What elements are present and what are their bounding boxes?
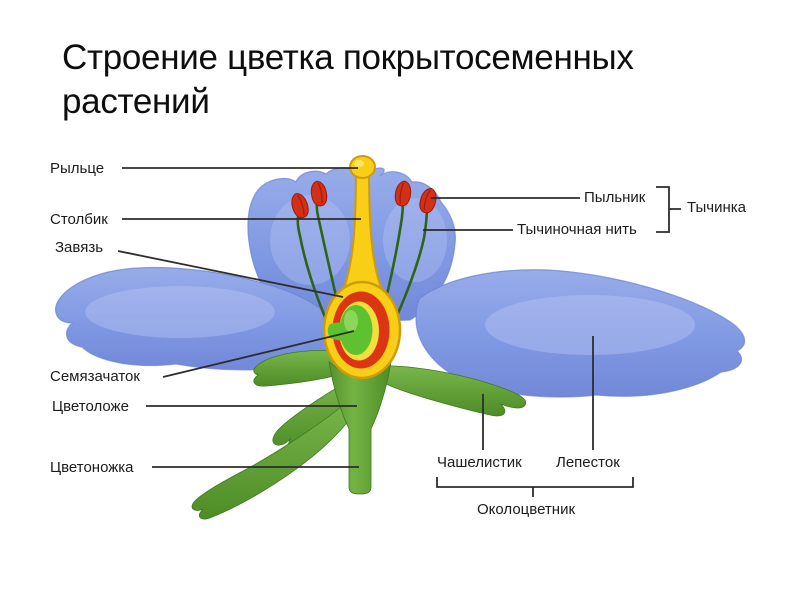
ovule-highlight — [344, 310, 358, 332]
stigma-knob — [349, 155, 376, 179]
petals — [55, 167, 746, 398]
pistil — [322, 155, 402, 380]
petal-highlight — [85, 286, 275, 338]
label-anther: Пыльник — [584, 189, 646, 206]
sepal-left-lower — [191, 397, 358, 520]
label-stamen: Тычинка — [687, 199, 746, 216]
label-pedicel: Цветоножка — [50, 459, 134, 476]
label-filament: Тычиночная нить — [517, 221, 637, 238]
perianth-bracket — [436, 477, 634, 497]
anther-cleft — [423, 189, 431, 211]
label-perianth: Околоцветник — [477, 501, 576, 518]
label-receptacle: Цветоложе — [52, 398, 129, 415]
leader-ovary — [117, 250, 344, 298]
anther-cleft — [297, 194, 305, 216]
label-stigma: Рыльце — [50, 160, 105, 177]
anthers — [291, 180, 437, 219]
petal-right — [415, 269, 746, 398]
label-ovary: Завязь — [55, 239, 104, 256]
label-style: Столбик — [50, 211, 108, 228]
ovule — [339, 305, 373, 355]
stigma-highlight — [354, 159, 364, 168]
label-sepal: Чашелистик — [437, 454, 522, 471]
anther-2 — [310, 180, 328, 207]
sepal-right — [372, 365, 527, 417]
petal-highlight — [485, 295, 695, 355]
leader-ovule — [162, 330, 355, 378]
anther-cleft — [399, 182, 405, 204]
label-ovule: Семязачаток — [50, 368, 140, 385]
leader-lines — [117, 167, 681, 497]
label-petal: Лепесток — [556, 454, 620, 471]
petal-highlight — [383, 198, 447, 282]
petal-highlight — [270, 195, 350, 285]
sepals-and-stem — [191, 350, 527, 520]
page-title: Строение цветка покрытосеменных растений — [62, 38, 634, 121]
flower-illustration — [55, 155, 746, 520]
anther-3 — [394, 180, 412, 207]
stamen-bracket — [656, 186, 681, 233]
anther-cleft — [317, 182, 323, 204]
